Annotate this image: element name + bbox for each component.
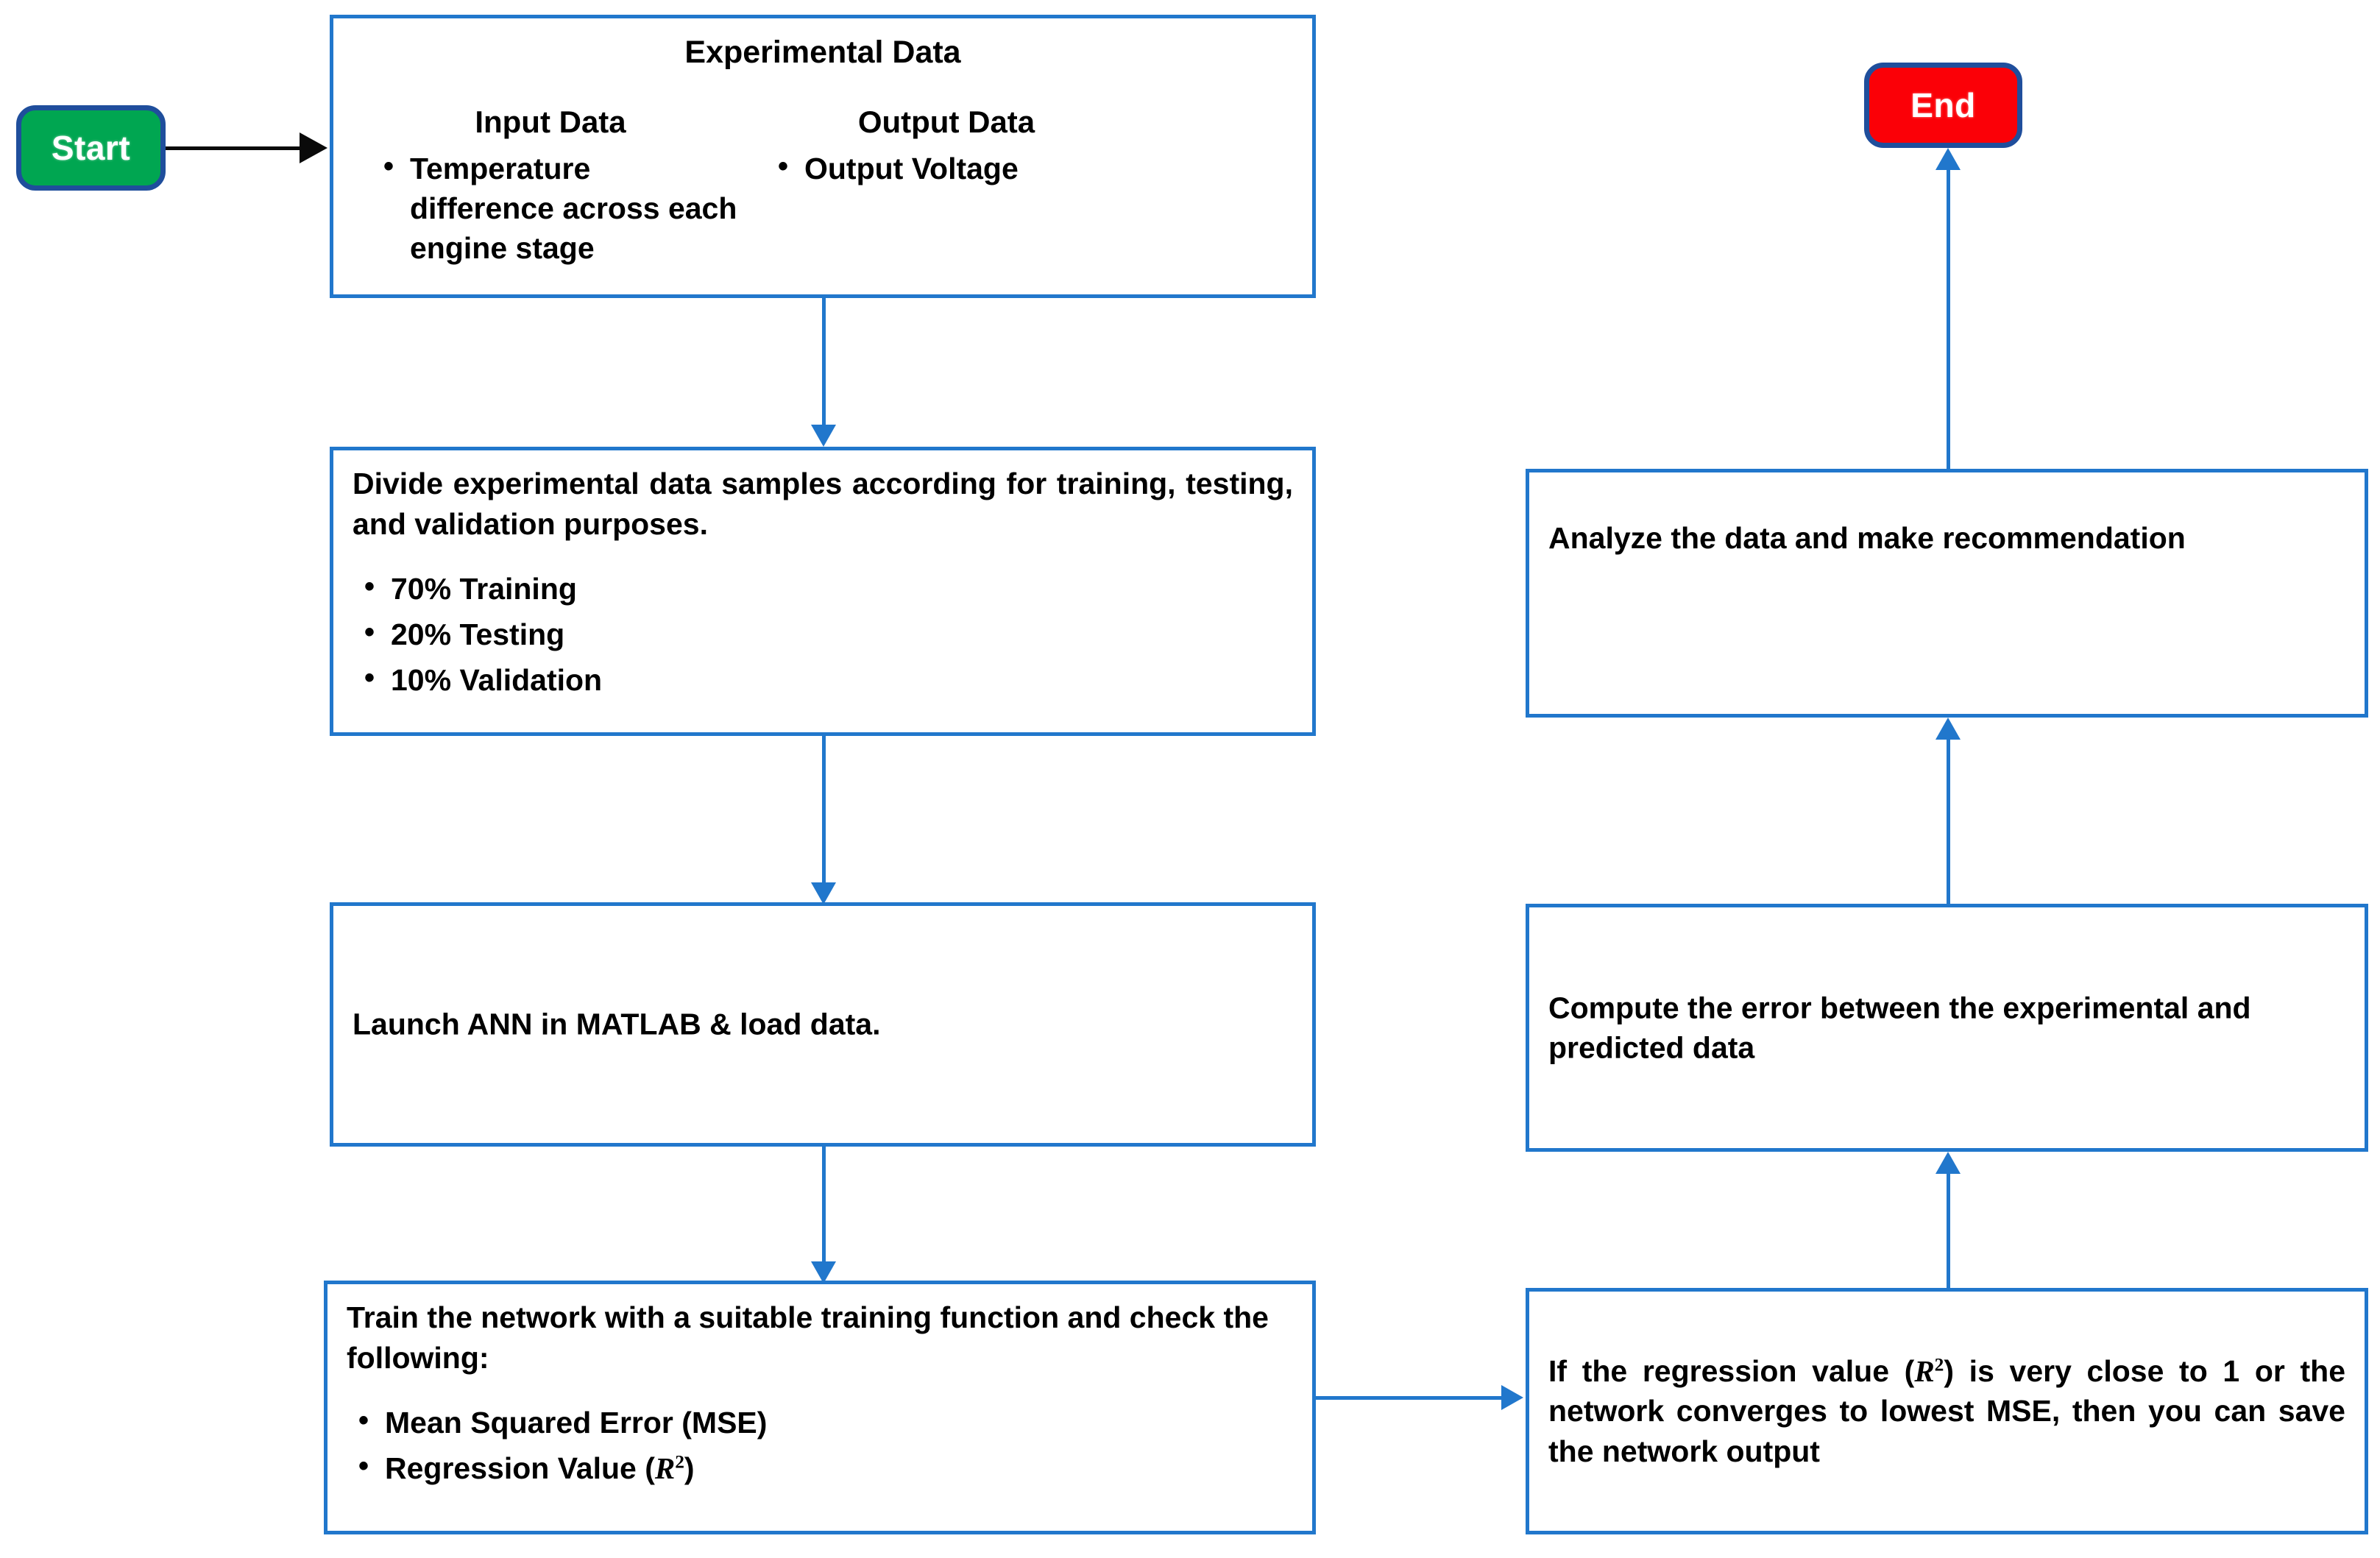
- connector-line: [822, 1147, 826, 1266]
- list-item-prefix: Regression Value (: [385, 1451, 655, 1486]
- list-item-suffix: ): [684, 1451, 695, 1486]
- regression-check-part-1: If the regression value (: [1548, 1353, 1915, 1388]
- train-network-paragraph: Train the network with a suitable traini…: [347, 1300, 1269, 1375]
- arrowhead-down-icon: [811, 1261, 836, 1283]
- connector-train-network-to-regression-check: [1316, 1384, 1529, 1413]
- box-divide-data[interactable]: Divide experimental data samples accordi…: [330, 447, 1316, 736]
- connector-line: [1316, 1396, 1506, 1400]
- arrowhead-up-icon: [1935, 1152, 1961, 1174]
- regression-check-part-2: ) is very close to 1 or the network conv…: [1548, 1353, 2346, 1468]
- connector-line: [822, 736, 826, 887]
- start-node-label: Start: [51, 129, 131, 167]
- arrowhead-down-icon: [811, 882, 836, 904]
- regression-check-paragraph: If the regression value (R2) is very clo…: [1548, 1351, 2345, 1472]
- regression-symbol-exponent: 2: [675, 1451, 684, 1473]
- arrowhead-up-icon: [1935, 718, 1961, 740]
- box-regression-check[interactable]: If the regression value (R2) is very clo…: [1526, 1288, 2368, 1534]
- input-data-list: Temperature difference across each engin…: [372, 147, 740, 268]
- experimental-data-columns: Input Data Temperature difference across…: [347, 102, 1299, 274]
- regression-symbol: R2: [655, 1451, 684, 1485]
- arrowhead-down-icon: [811, 425, 836, 447]
- regression-symbol-exponent: 2: [1934, 1354, 1944, 1375]
- connector-start-to-experimental-data: [166, 132, 330, 163]
- regression-symbol-base: R: [1914, 1353, 1935, 1388]
- connector-line: [166, 146, 305, 150]
- start-node[interactable]: Start: [16, 105, 166, 191]
- connector-regression-check-to-compute-error: [1934, 1152, 1963, 1292]
- list-item: 20% Testing: [364, 613, 1293, 654]
- connector-line: [822, 298, 826, 429]
- connector-analyze-data-to-end: [1934, 148, 1963, 472]
- end-node[interactable]: End: [1864, 63, 2022, 148]
- list-item: 70% Training: [364, 567, 1293, 609]
- output-data-column: Output Data Output Voltage: [766, 102, 1178, 274]
- list-item: Regression Value (R2): [358, 1447, 1293, 1488]
- box-compute-error[interactable]: Compute the error between the experiment…: [1526, 904, 2368, 1152]
- connector-divide-data-to-launch-ann: [810, 736, 839, 907]
- experimental-data-title: Experimental Data: [684, 35, 961, 70]
- box-train-network[interactable]: Train the network with a suitable traini…: [324, 1281, 1316, 1534]
- connector-experimental-data-to-divide-data: [810, 298, 839, 449]
- input-data-heading: Input Data: [475, 105, 626, 140]
- spacer: [347, 1378, 1293, 1403]
- launch-ann-paragraph: Launch ANN in MATLAB & load data.: [353, 1007, 881, 1041]
- arrowhead-up-icon: [1935, 148, 1961, 170]
- list-item: Output Voltage: [778, 147, 1178, 188]
- divide-data-paragraph: Divide experimental data samples accordi…: [353, 467, 1293, 541]
- arrowhead-right-icon: [1501, 1385, 1523, 1410]
- regression-symbol-base: R: [654, 1451, 676, 1486]
- connector-launch-ann-to-train-network: [810, 1147, 839, 1286]
- train-network-list: Mean Squared Error (MSE) Regression Valu…: [347, 1401, 1293, 1488]
- list-item: 10% Validation: [364, 659, 1293, 700]
- connector-line: [1947, 737, 1950, 906]
- end-node-label: End: [1910, 86, 1976, 124]
- divide-data-list: 70% Training 20% Testing 10% Validation: [353, 567, 1293, 700]
- regression-symbol: R2: [1914, 1354, 1944, 1388]
- box-analyze-data[interactable]: Analyze the data and make recommendation: [1526, 469, 2368, 718]
- list-item: Temperature difference across each engin…: [383, 147, 740, 268]
- input-data-column: Input Data Temperature difference across…: [372, 102, 740, 274]
- connector-compute-error-to-analyze-data: [1934, 718, 1963, 907]
- list-item: Mean Squared Error (MSE): [358, 1401, 1293, 1442]
- output-data-heading: Output Data: [857, 105, 1035, 140]
- analyze-data-paragraph: Analyze the data and make recommendation: [1548, 521, 2186, 555]
- arrowhead-right-icon: [300, 132, 327, 163]
- box-launch-ann[interactable]: Launch ANN in MATLAB & load data.: [330, 902, 1316, 1147]
- output-data-list: Output Voltage: [766, 147, 1178, 188]
- box-experimental-data[interactable]: Experimental Data Input Data Temperature…: [330, 15, 1316, 298]
- compute-error-paragraph: Compute the error between the experiment…: [1548, 990, 2251, 1065]
- spacer: [353, 544, 1293, 569]
- connector-line: [1947, 1171, 1950, 1290]
- connector-line: [1947, 167, 1950, 470]
